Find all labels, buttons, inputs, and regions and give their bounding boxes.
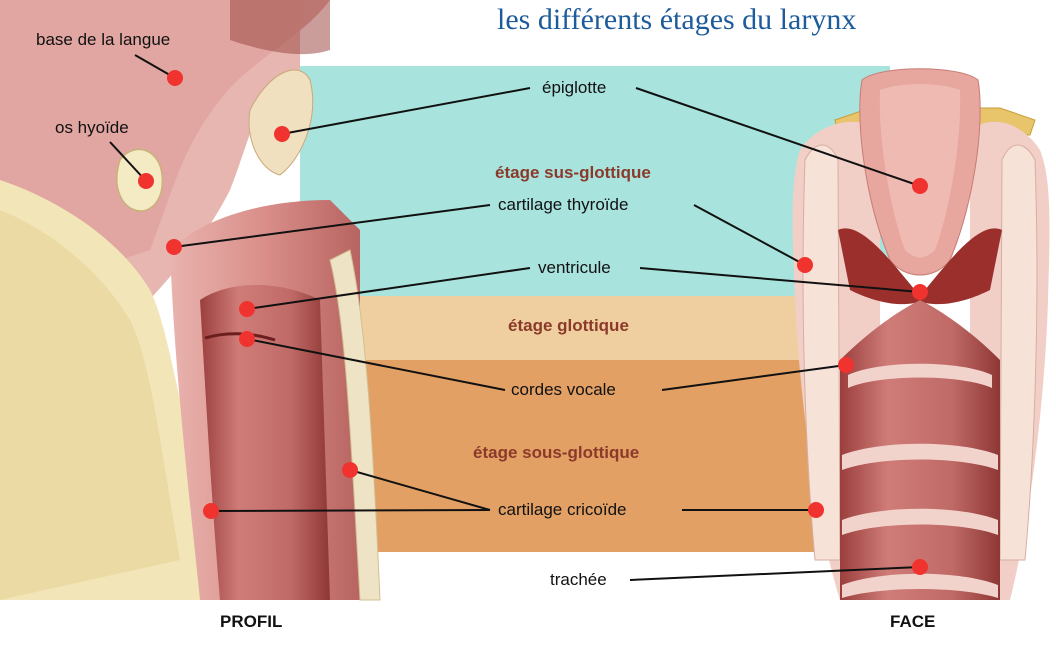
view-label-profil: PROFIL <box>220 612 282 632</box>
face-anatomy <box>793 69 1050 600</box>
marker-cricoide-face <box>808 502 824 518</box>
label-cordes-vocale: cordes vocale <box>511 380 616 400</box>
marker-trachee <box>912 559 928 575</box>
marker-ventricule-face <box>912 284 928 300</box>
diagram-title: les différents étages du larynx <box>497 2 856 38</box>
label-cartilage-cricoide: cartilage cricoïde <box>498 500 627 520</box>
marker-thyroide-face <box>797 257 813 273</box>
zone-label-sous-glottique: étage sous-glottique <box>473 443 639 463</box>
marker-os-hyoide <box>138 173 154 189</box>
label-cartilage-thyroide: cartilage thyroïde <box>498 195 628 215</box>
label-ventricule: ventricule <box>538 258 611 278</box>
label-trachee: trachée <box>550 570 607 590</box>
marker-epiglotte-face <box>912 178 928 194</box>
label-base-langue: base de la langue <box>36 30 170 50</box>
view-label-face: FACE <box>890 612 935 632</box>
marker-thyroide-profil <box>166 239 182 255</box>
marker-cricoide-profil-a <box>342 462 358 478</box>
marker-base-langue <box>167 70 183 86</box>
marker-epiglotte-profil <box>274 126 290 142</box>
label-os-hyoide: os hyoïde <box>55 118 129 138</box>
marker-cordes-profil <box>239 331 255 347</box>
marker-cordes-face <box>838 357 854 373</box>
marker-cricoide-profil-b <box>203 503 219 519</box>
zone-label-sus-glottique: étage sus-glottique <box>495 163 651 183</box>
zone-label-glottique: étage glottique <box>508 316 629 336</box>
leader-cricoide-left-b <box>211 510 490 511</box>
label-epiglotte: épiglotte <box>542 78 606 98</box>
marker-ventricule-profil <box>239 301 255 317</box>
